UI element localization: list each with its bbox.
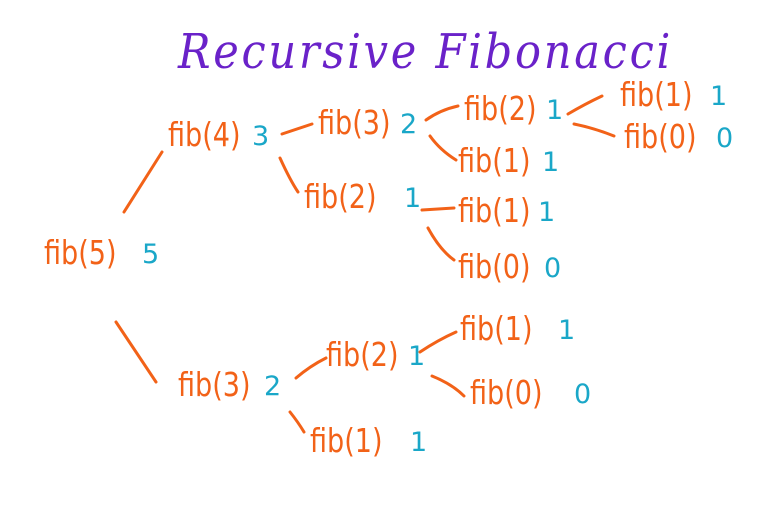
node-fib1-d: fib(1) 1 (460, 309, 575, 348)
edge-fib2c-fib0c (430, 374, 466, 398)
edge-fib2-fib0-top (572, 122, 616, 138)
node-fib2-c: fib(2) 1 (326, 335, 425, 374)
node-fib4: fib(4) 3 (168, 115, 269, 154)
node-value: 1 (408, 341, 426, 372)
node-value: 1 (710, 81, 728, 112)
node-fib1-a: fib(1) 1 (620, 75, 727, 114)
node-call: fib(0) (470, 373, 543, 412)
node-value: 3 (252, 121, 270, 152)
edge-fib3b-fib1e (288, 410, 306, 434)
edge-fib4-fib2 (278, 156, 300, 194)
node-call: fib(1) (458, 191, 531, 230)
node-value: 1 (410, 427, 428, 458)
edge-fib5-fib4 (122, 150, 164, 214)
node-call: fib(1) (458, 141, 531, 180)
node-value: 5 (142, 239, 160, 270)
edge-fib3-fib1 (428, 134, 458, 162)
edge-fib5-fib3 (114, 320, 158, 384)
edge-fib3-fib2 (424, 104, 460, 122)
node-fib0-a: fib(0) 0 (624, 117, 733, 156)
node-call: fib(0) (624, 117, 697, 156)
node-call: fib(5) (44, 233, 117, 272)
edge-fib3b-fib2c (294, 356, 328, 380)
node-call: fib(3) (178, 365, 251, 404)
node-fib0-b: fib(0) 0 (458, 247, 561, 286)
node-call: fib(1) (620, 75, 693, 114)
node-value: 1 (542, 147, 560, 178)
node-call: fib(3) (318, 103, 391, 142)
node-call: fib(1) (460, 309, 533, 348)
edge-fib2-fib1-top (566, 94, 604, 116)
edge-fib2-fib0-mid (426, 226, 456, 262)
node-fib2-a: fib(2) 1 (464, 89, 563, 128)
node-value: 0 (716, 123, 734, 154)
node-fib1-c: fib(1) 1 (458, 191, 555, 230)
node-call: fib(4) (168, 115, 241, 154)
node-fib1-b: fib(1) 1 (458, 141, 559, 180)
node-value: 1 (538, 197, 556, 228)
node-fib3-a: fib(3) 2 (318, 103, 417, 142)
edge-fib4-fib3 (280, 122, 314, 136)
node-value: 1 (404, 183, 422, 214)
node-call: fib(1) (310, 421, 383, 460)
node-call: fib(2) (464, 89, 537, 128)
edge-fib2-fib1-mid (420, 206, 456, 212)
node-fib2-b: fib(2) 1 (304, 177, 421, 216)
node-value: 0 (574, 379, 592, 410)
edge-fib2c-fib1d (418, 330, 458, 354)
node-value: 1 (558, 315, 576, 346)
node-fib5: fib(5) 5 (44, 233, 159, 272)
node-call: fib(0) (458, 247, 531, 286)
node-fib0-c: fib(0) 0 (470, 373, 591, 412)
node-fib3-b: fib(3) 2 (178, 365, 281, 404)
diagram-title: Recursive Fibonacci (178, 24, 673, 80)
node-value: 1 (546, 95, 564, 126)
node-value: 2 (264, 371, 282, 402)
node-call: fib(2) (304, 177, 377, 216)
node-value: 0 (544, 253, 562, 284)
node-fib1-e: fib(1) 1 (310, 421, 427, 460)
node-call: fib(2) (326, 335, 399, 374)
node-value: 2 (400, 109, 418, 140)
